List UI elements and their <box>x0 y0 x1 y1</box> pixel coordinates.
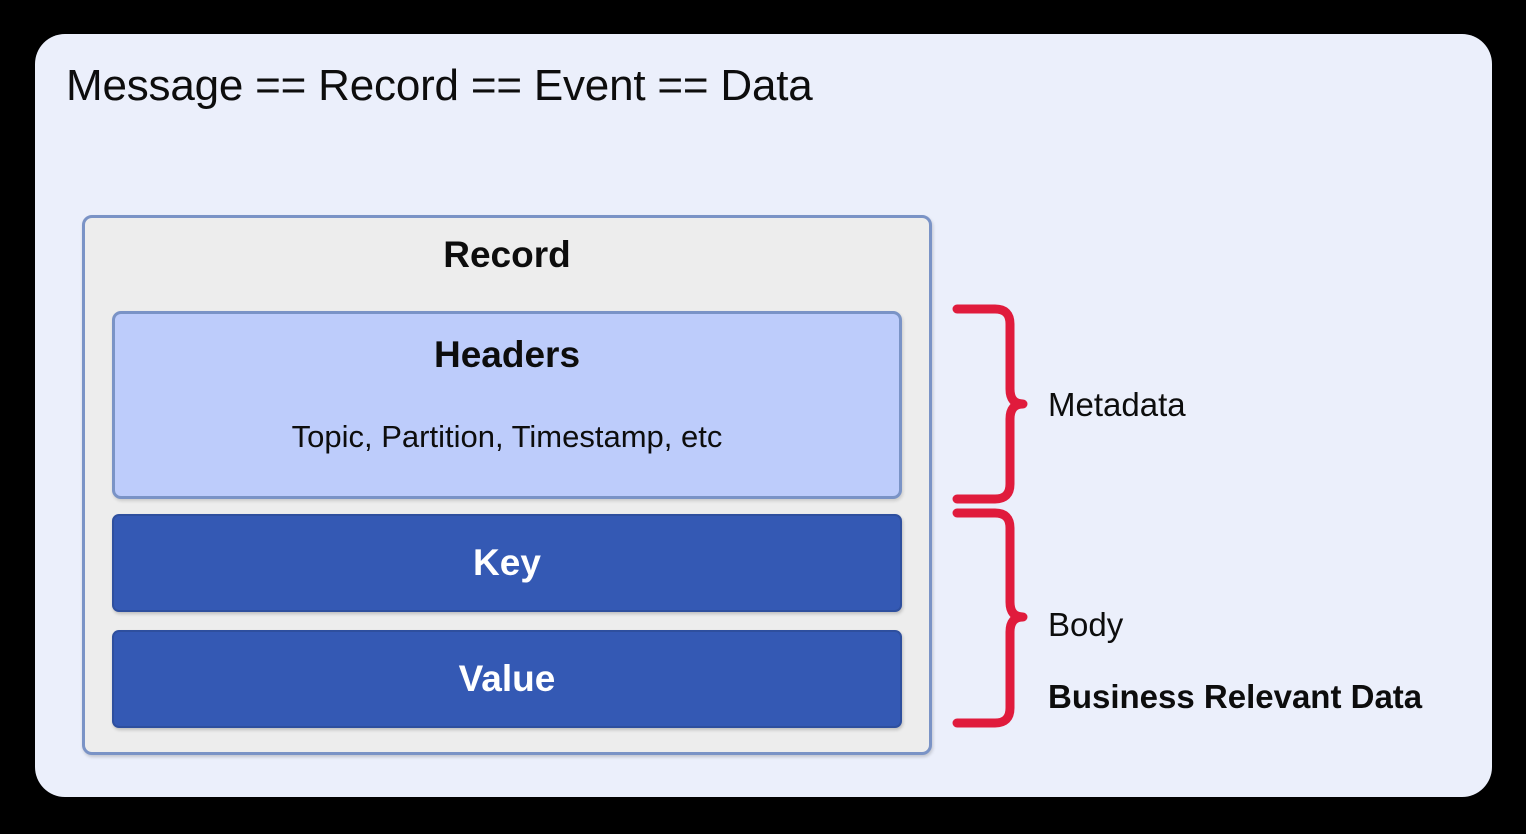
record-title: Record <box>443 234 571 275</box>
business-relevant-data-label: Business Relevant Data <box>1048 678 1423 715</box>
metadata-brace-icon <box>952 304 1028 504</box>
headers-subtitle: Topic, Partition, Timestamp, etc <box>291 419 723 454</box>
body-brace-icon <box>952 508 1028 728</box>
key-section: Key <box>112 514 902 612</box>
value-label: Value <box>458 658 556 699</box>
page-title: Message == Record == Event == Data <box>66 61 813 110</box>
headers-section: Headers Topic, Partition, Timestamp, etc <box>112 311 902 499</box>
headers-title: Headers <box>433 334 581 375</box>
value-section: Value <box>112 630 902 728</box>
metadata-annotation-label: Metadata <box>1048 386 1186 423</box>
body-annotation-label: Body <box>1048 606 1124 643</box>
slide-panel: Message == Record == Event == Data Recor… <box>35 34 1492 797</box>
key-label: Key <box>473 542 541 583</box>
record-container: Record Headers Topic, Partition, Timesta… <box>82 215 932 755</box>
